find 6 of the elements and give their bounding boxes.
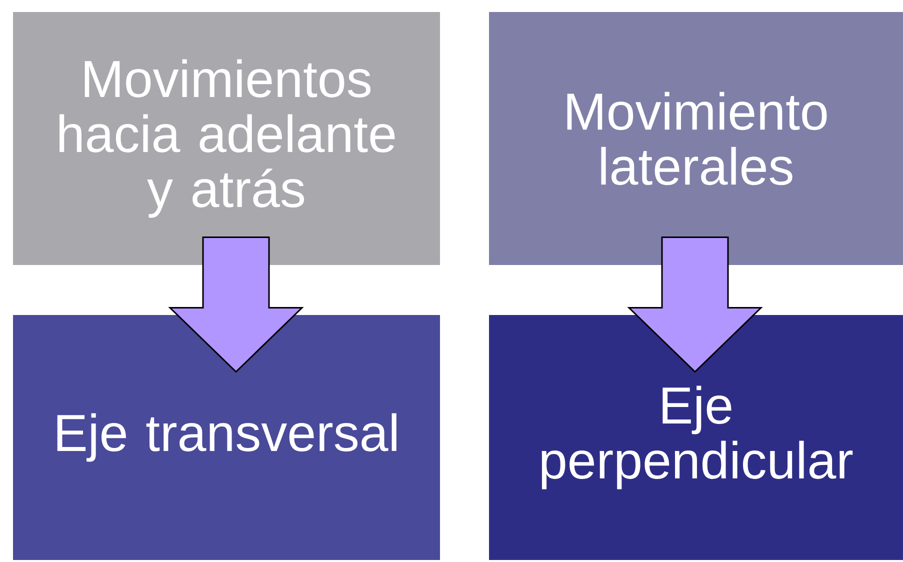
- text-box: Eje transversal: [13, 315, 440, 560]
- text-box: Movimientos hacia adelante y atrás: [13, 12, 440, 265]
- text-box: Movimiento laterales: [489, 12, 903, 265]
- block-arrow: [168, 236, 304, 373]
- block-arrow: [627, 236, 763, 373]
- text-box: Eje perpendicular: [489, 315, 903, 560]
